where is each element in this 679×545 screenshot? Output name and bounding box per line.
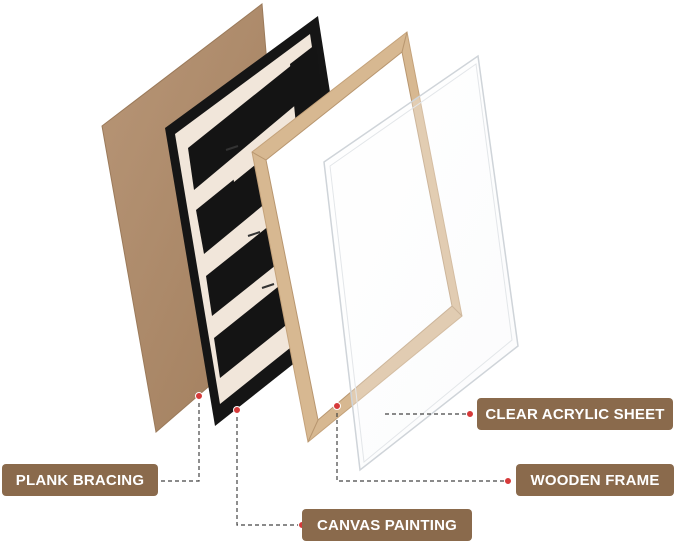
marker-plank-bracing <box>195 392 203 400</box>
wooden-frame-edge <box>251 151 267 161</box>
clear-acrylic-sheet <box>323 54 519 472</box>
marker-wooden-frame-label <box>504 477 512 485</box>
wooden-frame-edge <box>307 419 319 443</box>
label-plank-bracing: PLANK BRACING <box>2 464 158 496</box>
label-clear-acrylic-sheet: CLEAR ACRYLIC SHEET <box>477 398 673 430</box>
marker-acrylic-label <box>466 410 474 418</box>
marker-canvas-painting <box>233 406 241 414</box>
label-wooden-frame: WOODEN FRAME <box>516 464 674 496</box>
leader-line-wooden-frame <box>336 406 508 482</box>
marker-wooden-frame <box>333 402 341 410</box>
leader-line-canvas-painting <box>236 410 302 526</box>
acrylic-sheet-edge-highlight <box>329 63 513 463</box>
wooden-frame-edge <box>401 31 408 53</box>
poster-small-text-mark <box>247 231 261 237</box>
poster-small-text-mark <box>261 283 275 289</box>
poster-small-text-mark <box>225 145 239 151</box>
poster-letter-stroke <box>188 60 304 190</box>
leader-line-plank-bracing <box>161 396 200 482</box>
label-canvas-painting: CANVAS PAINTING <box>302 509 472 541</box>
